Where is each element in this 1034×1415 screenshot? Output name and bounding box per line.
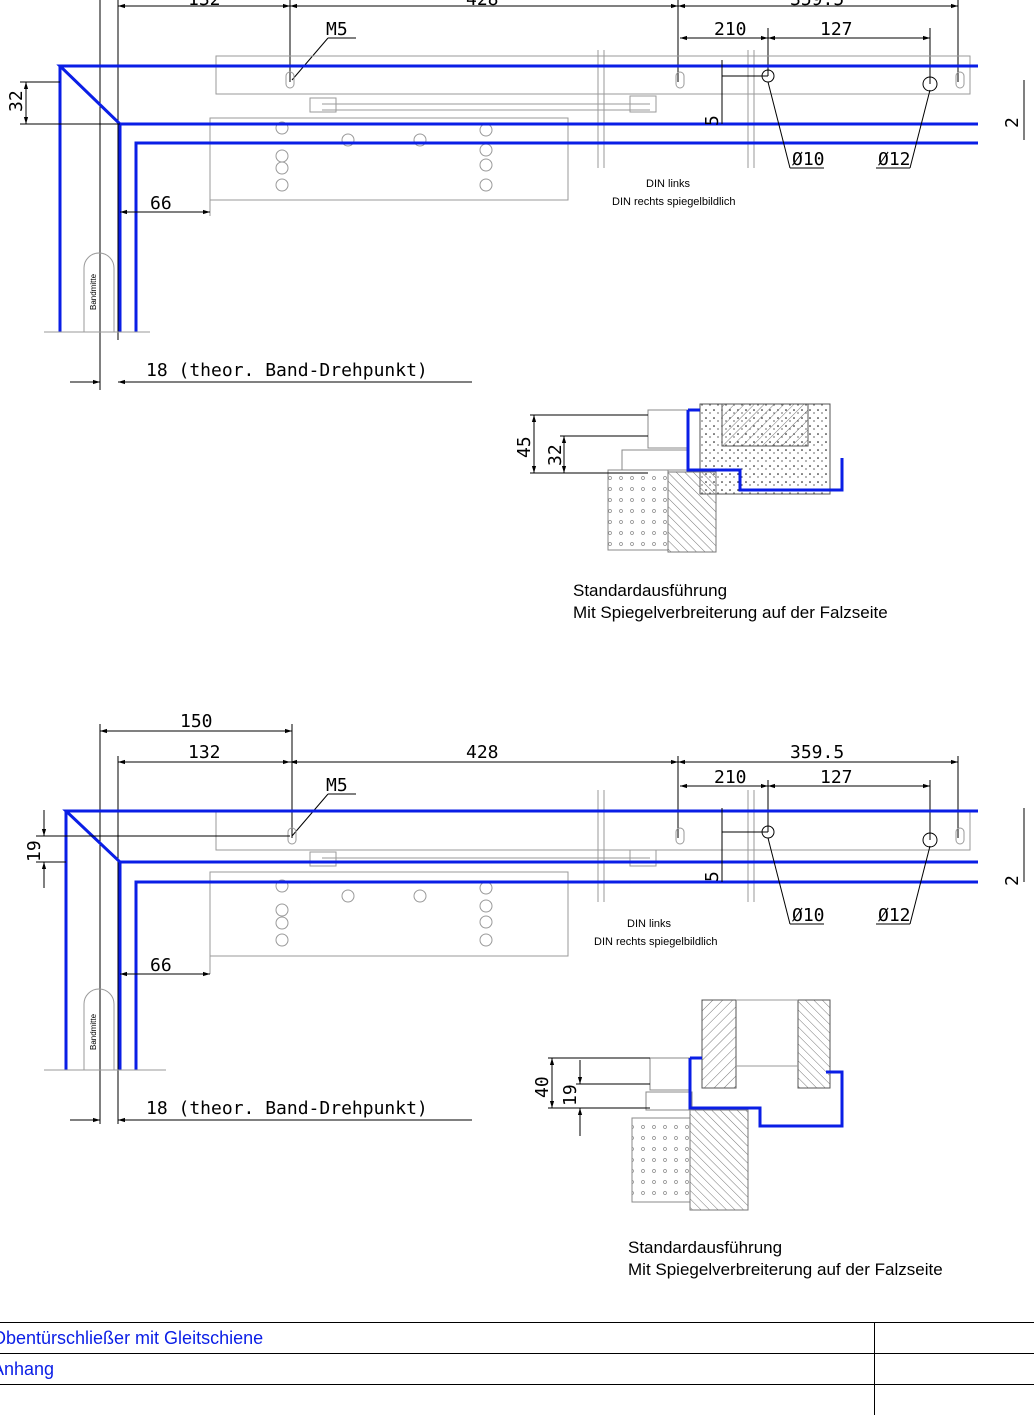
label-bandmitte: Bandmitte (89, 273, 98, 310)
section-dim-45: 45 (514, 436, 535, 458)
title-cell-1: Obentürschließer mit Gleitschiene (0, 1323, 875, 1353)
dim-dia10: Ø10 (792, 149, 825, 170)
dim-19: 19 (24, 840, 45, 862)
note-din-rechts: DIN rechts spiegelbildlich (594, 936, 718, 948)
section-dim-19: 19 (560, 1084, 581, 1106)
dim-5: 5 (702, 115, 723, 126)
dim-2: 2 (1002, 875, 1023, 886)
technical-drawing: 132 428 359.5 210 127 M5 (6, 0, 1025, 1279)
dim-210: 210 (714, 19, 747, 40)
dim-5: 5 (702, 871, 723, 882)
title-row-1: Obentürschließer mit Gleitschiene (0, 1322, 1034, 1353)
dim-2: 2 (1002, 117, 1023, 128)
caption-line-1: Standardausführung (573, 581, 727, 600)
dim-top-right: 359.5 (790, 742, 844, 763)
title-block: Obentürschließer mit Gleitschiene Anhang (0, 1322, 1034, 1415)
title-cell-2: Anhang (0, 1354, 875, 1384)
dim-top-right: 359.5 (790, 0, 844, 10)
dim-top-left: 132 (188, 742, 221, 763)
title-text: Obentürschließer mit Gleitschiene (0, 1328, 264, 1348)
caption-line-1: Standardausführung (628, 1238, 782, 1257)
note-din-rechts: DIN rechts spiegelbildlich (612, 196, 736, 208)
top-view-drawing: 132 428 359.5 210 127 M5 (6, 0, 1025, 622)
dim-top-mid: 428 (466, 0, 499, 10)
section-detail-top: 45 32 (514, 403, 844, 553)
dim-150: 150 (180, 711, 213, 732)
section-dim-40: 40 (532, 1076, 553, 1098)
dim-dia10: Ø10 (792, 905, 825, 926)
dim-top-left: 132 (188, 0, 221, 10)
title-row-3 (0, 1384, 1034, 1415)
dim-66: 66 (150, 955, 172, 976)
label-m5: M5 (326, 19, 348, 40)
dim-pivot: 18 (theor. Band-Drehpunkt) (146, 360, 428, 381)
dim-top-mid: 428 (466, 742, 499, 763)
label-m5: M5 (326, 775, 348, 796)
subtitle-text: Anhang (0, 1359, 55, 1379)
dim-dia12: Ø12 (878, 905, 911, 926)
note-din-links: DIN links (627, 918, 672, 930)
note-din-links: DIN links (646, 178, 691, 190)
caption-line-2: Mit Spiegelverbreiterung auf der Falzsei… (628, 1260, 943, 1279)
label-bandmitte: Bandmitte (89, 1013, 98, 1050)
dim-32: 32 (6, 90, 27, 112)
dim-66: 66 (150, 193, 172, 214)
bottom-view-drawing: 150 132 428 359.5 210 127 M5 (24, 711, 1025, 1279)
title-row-2: Anhang (0, 1353, 1034, 1384)
dim-210: 210 (714, 767, 747, 788)
dim-127: 127 (820, 767, 853, 788)
caption-line-2: Mit Spiegelverbreiterung auf der Falzsei… (573, 603, 888, 622)
section-detail-bottom: 40 19 (532, 999, 844, 1211)
dim-pivot: 18 (theor. Band-Drehpunkt) (146, 1098, 428, 1119)
dim-dia12: Ø12 (878, 149, 911, 170)
dim-127: 127 (820, 19, 853, 40)
section-dim-32: 32 (545, 444, 566, 466)
